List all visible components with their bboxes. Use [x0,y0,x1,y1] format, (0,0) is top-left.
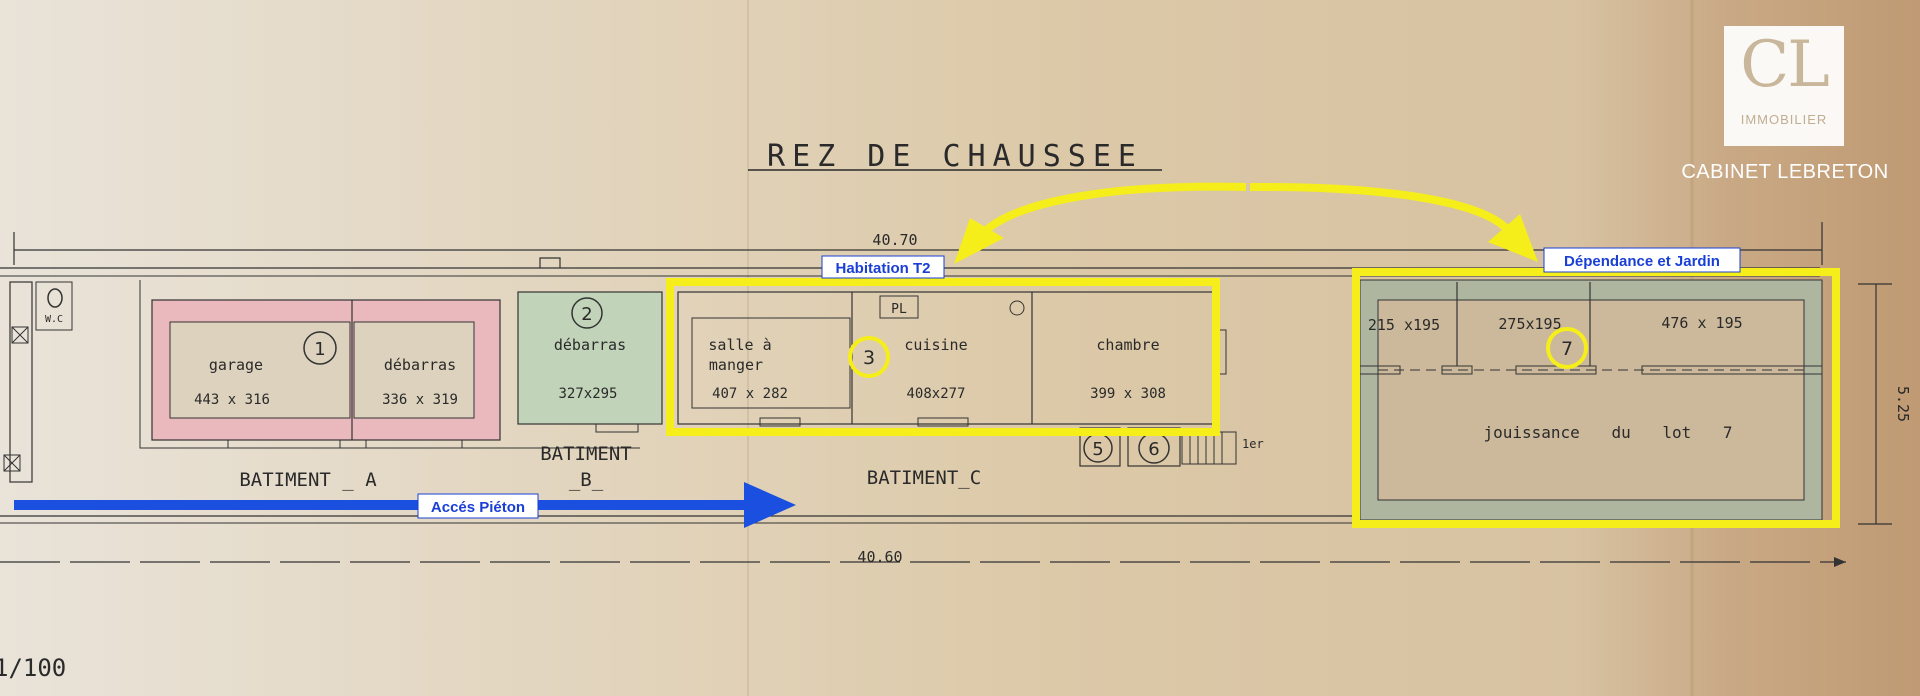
access-arrow-shaft [14,500,750,510]
batiment-b-room [517,291,663,425]
wall-notch [539,257,561,268]
lot-7-marker [1546,327,1588,369]
wc-bowl [47,288,63,308]
wall-segment [1441,365,1473,375]
debarras-1-label: débarras [384,356,456,374]
dimension-arrowhead [1834,557,1846,567]
logo-subtitle: IMMOBILIER [1740,112,1828,127]
garage-dims: 443 x 316 [194,392,270,408]
hatch [3,454,21,472]
habitation-label-box [821,255,945,279]
cuisine-dims: 408x277 [906,386,965,402]
lot-5-number: 5 [1092,439,1103,460]
logo-badge: CL IMMOBILIER [1724,26,1844,146]
lot-6-number: 6 [1148,439,1159,460]
garage-room [169,321,351,419]
connection-arrow-left [979,182,1247,237]
pl-label: PL [891,302,907,317]
access-arrowhead [744,482,796,528]
batiment-b-label-line1: BATIMENT [540,443,632,465]
connection-arrowhead-left [954,218,1004,264]
logo-initials: CL [1740,28,1829,102]
connection-arrowhead-right [1488,214,1538,262]
batiment-a-label: BATIMENT _ A [239,469,377,491]
dependance-room-2-dims: 275x195 [1498,315,1561,333]
plan-title: REZ DE CHAUSSEE [767,139,1143,174]
garage-label: garage [209,356,263,374]
habitation-highlight [666,278,1220,436]
pl-cupboard [879,295,919,319]
dimension-top-label: 40.70 [872,231,917,249]
lot-3-marker [848,336,890,378]
debarras-room [353,321,475,419]
batiment-b-label-line2: _B_ [569,469,604,491]
debarras-2-dims: 327x295 [558,386,617,402]
dependance-inner [1377,299,1805,501]
chambre-label: chambre [1096,336,1159,354]
batiment-a-outline [139,280,640,449]
dependance-label: Dépendance et Jardin [1564,253,1720,270]
cuisine-label: cuisine [904,336,967,354]
salle-label-line1: salle à [708,336,771,354]
wall-segment [1515,365,1597,375]
dependance-label-box [1543,247,1741,273]
connection-arrow-right [1249,182,1511,233]
debarras-1-dims: 336 x 319 [382,392,458,408]
entrance-strip [9,281,33,483]
dimension-bottom-label: 40.60 [857,548,902,566]
door-sill [917,417,969,427]
door-sill [227,439,341,449]
wc-room [35,281,73,331]
lot-2-marker [571,297,603,329]
dimension-side-label: 5.25 [1894,386,1912,422]
acces-label: Accés Piéton [431,499,525,516]
salle-dims: 407 x 282 [712,386,788,402]
door-sill [595,423,639,433]
wall-segment [1641,365,1823,375]
acces-label-box [417,493,539,519]
door-sill [365,439,463,449]
habitation-label: Habitation T2 [835,260,930,277]
chambre-dims: 399 x 308 [1090,386,1166,402]
dependance-room-1-dims: 215 x195 [1368,316,1440,334]
lot-1-marker [303,331,337,365]
debarras-2-label: débarras [554,336,626,354]
hatch-box [3,454,21,472]
logo-company-name: CABINET LEBRETON [1681,161,1889,183]
scale-label: 1/100 [0,654,66,682]
lot-1-number: 1 [314,339,325,360]
wc-label: W.C [45,314,63,325]
jouissance-label: jouissance du lot 7 [1483,423,1732,442]
dependance-room-3-dims: 476 x 195 [1661,314,1742,332]
batiment-c-label: BATIMENT_C [867,467,981,489]
lot-2-number: 2 [581,304,592,325]
door-sill [759,417,801,427]
lot-7-number: 7 [1561,338,1573,360]
stair-label: 1er [1242,437,1264,451]
salle-label-line2: manger [709,356,763,374]
lot-3-number: 3 [863,347,875,369]
hatch-box [11,326,29,344]
hatch [11,326,29,344]
drain-icon [1009,300,1025,316]
